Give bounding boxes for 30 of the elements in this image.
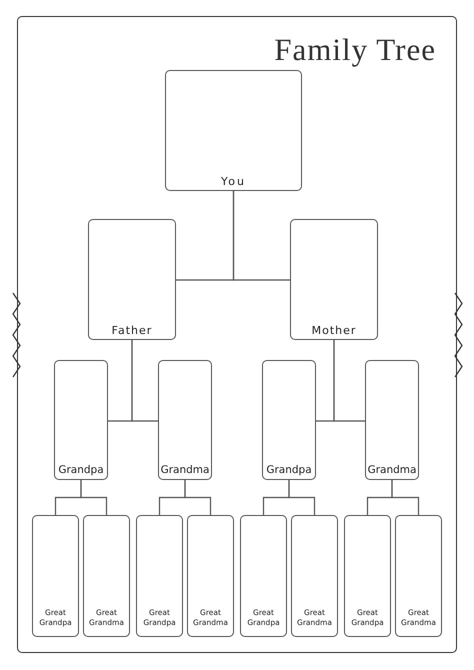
- connector-line: [232, 191, 290, 281]
- name-box: [365, 360, 419, 480]
- connector-line: [184, 480, 212, 515]
- name-label: Grandpa: [58, 462, 104, 477]
- name-label: Grandma: [160, 462, 210, 477]
- connector-line: [391, 480, 420, 515]
- name-box: [395, 515, 442, 637]
- name-box: [187, 515, 234, 637]
- connector-line: [80, 480, 108, 515]
- name-box: [165, 70, 302, 191]
- name-box: [32, 515, 79, 637]
- name-box: [290, 219, 378, 340]
- name-box: [344, 515, 391, 637]
- name-box: [54, 360, 108, 480]
- name-box: [88, 219, 176, 340]
- name-box: [158, 360, 212, 480]
- name-label: Grandma: [368, 462, 416, 477]
- name-box: [291, 515, 338, 637]
- name-label: Grandpa: [266, 462, 312, 477]
- name-box: [136, 515, 183, 637]
- name-box: [83, 515, 130, 637]
- connector-line: [288, 480, 316, 515]
- connector-line: [333, 340, 365, 422]
- name-label: Father: [112, 324, 152, 339]
- name-box: [262, 360, 316, 480]
- connector-line: [131, 340, 158, 422]
- name-label: Mother: [312, 324, 356, 339]
- name-box: [240, 515, 287, 637]
- name-label: You: [221, 175, 246, 190]
- title: Family Tree: [274, 32, 436, 68]
